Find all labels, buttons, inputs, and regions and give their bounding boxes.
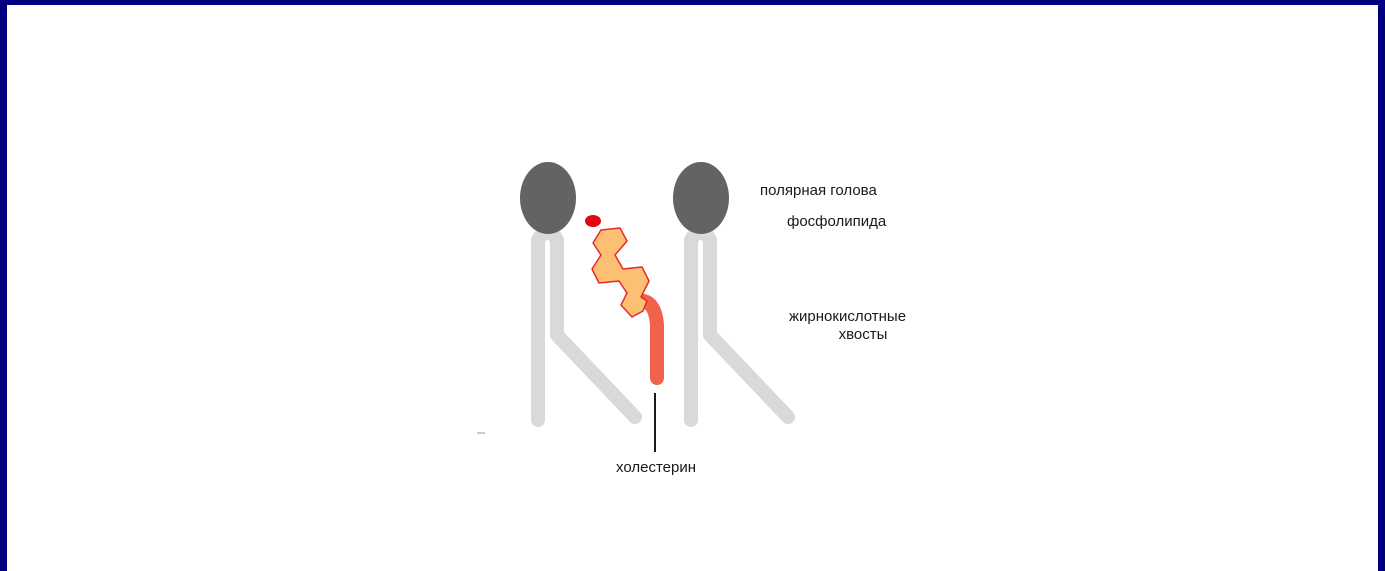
slide-canvas: полярная голова фосфолипида жирнокислотн… — [7, 5, 1378, 571]
label-cholesterol: холестерин — [616, 459, 696, 477]
phospholipid-right-neck — [691, 233, 710, 245]
phospholipid-left-neck — [538, 233, 557, 245]
label-tails: хвосты — [789, 326, 937, 344]
cholesterol-steroid-rings — [592, 228, 649, 317]
phospholipid-right — [673, 162, 788, 420]
phospholipid-left — [520, 162, 635, 420]
phospholipid-right-polar-head — [673, 162, 729, 234]
label-polar-head: полярная голова — [760, 182, 877, 200]
label-fatty-acid: жирнокислотные — [789, 308, 906, 326]
cholesterol-molecule — [585, 215, 657, 378]
cholesterol-hydroxyl-group — [585, 215, 601, 227]
phospholipid-left-polar-head — [520, 162, 576, 234]
label-phospholipid: фосфолипида — [787, 213, 886, 231]
membrane-diagram — [7, 5, 1378, 571]
phospholipid-right-tails — [691, 240, 788, 420]
